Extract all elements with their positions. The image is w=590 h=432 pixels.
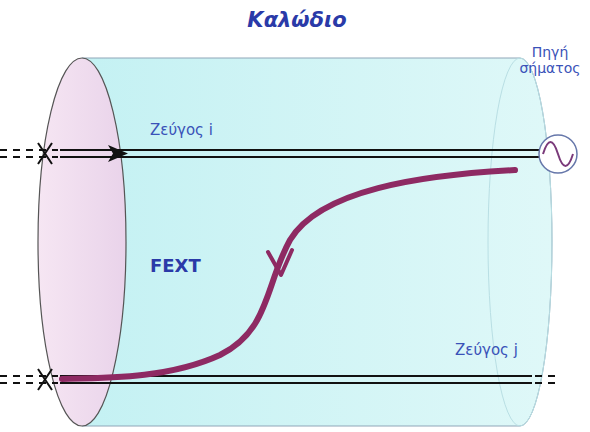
cable-end-cap (38, 58, 126, 426)
cable-far-end (488, 58, 552, 426)
pair-label: Ζεύγος i (150, 122, 260, 139)
pair-i-arrowhead (108, 145, 128, 162)
fext-arrowhead (268, 250, 292, 275)
source-label: Πηγή σήματος (513, 44, 587, 76)
sine-wave (543, 142, 573, 166)
signal-source (539, 135, 577, 173)
pair-label: Ζεύγος j (455, 342, 565, 359)
diagram-title: Καλώδιο (2, 8, 590, 32)
fext-label: FEXT (150, 256, 240, 277)
pair-i-wires (0, 143, 540, 164)
fext-coupling-path (62, 170, 515, 379)
